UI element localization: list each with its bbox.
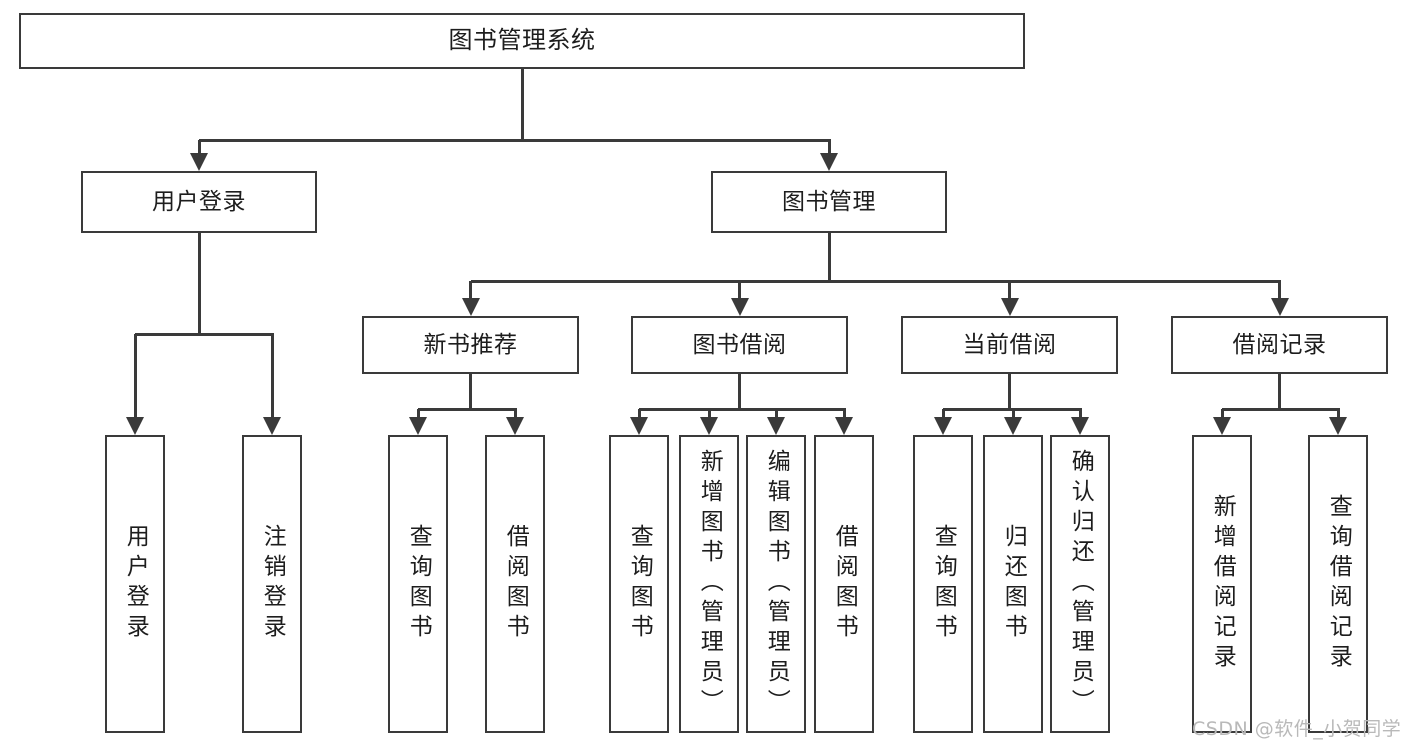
connector-vertical <box>637 409 641 417</box>
connector-vertical <box>197 233 201 334</box>
connector-vertical <box>469 374 472 409</box>
connector-arrowhead <box>1004 417 1022 435</box>
connector-vertical <box>1220 409 1224 417</box>
connector-vertical <box>469 281 472 298</box>
leaf-borrow-book[interactable]: 借阅图书 <box>814 435 874 733</box>
node-root-library-system[interactable]: 图书管理系统 <box>19 13 1025 69</box>
connector-vertical <box>1278 281 1281 298</box>
connector-horizontal <box>1222 407 1340 411</box>
leaf-edit-book-admin[interactable]: 编辑图书（管理员） <box>746 435 806 733</box>
connector-vertical <box>133 334 137 417</box>
leaf-borrow-book-recommend[interactable]: 借阅图书 <box>485 435 545 733</box>
connector-vertical <box>1278 374 1281 409</box>
connector-arrowhead <box>506 417 524 435</box>
connector-vertical <box>941 409 945 417</box>
node-new-book-recommend[interactable]: 新书推荐 <box>362 316 579 374</box>
connector-vertical <box>1336 409 1340 417</box>
connector-arrowhead <box>1329 417 1347 435</box>
leaf-add-borrow-record[interactable]: 新增借阅记录 <box>1192 435 1252 733</box>
connector-arrowhead <box>1071 417 1089 435</box>
connector-vertical <box>1008 374 1011 409</box>
leaf-query-book-borrow[interactable]: 查询图书 <box>609 435 669 733</box>
connector-vertical <box>738 374 741 409</box>
connector-vertical <box>738 281 741 298</box>
node-book-management[interactable]: 图书管理 <box>711 171 947 233</box>
node-user-login[interactable]: 用户登录 <box>81 171 317 233</box>
connector-vertical <box>774 409 778 417</box>
leaf-user-login[interactable]: 用户登录 <box>105 435 165 733</box>
connector-arrowhead <box>730 298 749 316</box>
connector-arrowhead <box>630 417 648 435</box>
leaf-query-borrow-record[interactable]: 查询借阅记录 <box>1308 435 1368 733</box>
connector-vertical <box>842 409 846 417</box>
connector-vertical <box>270 334 274 417</box>
connector-arrowhead <box>700 417 718 435</box>
connector-vertical <box>707 409 711 417</box>
connector-arrowhead <box>767 417 785 435</box>
leaf-add-book-admin[interactable]: 新增图书（管理员） <box>679 435 739 733</box>
connector-arrowhead <box>820 153 838 171</box>
connector-arrowhead <box>1213 417 1231 435</box>
connector-vertical <box>520 69 524 140</box>
connector-horizontal <box>418 407 517 411</box>
connector-horizontal <box>639 407 846 411</box>
connector-vertical <box>1011 409 1015 417</box>
connector-horizontal <box>135 332 274 336</box>
connector-arrowhead <box>263 417 281 435</box>
connector-arrowhead <box>1000 298 1019 316</box>
connector-vertical <box>197 140 201 153</box>
connector-arrowhead <box>1270 298 1289 316</box>
leaf-confirm-return-admin[interactable]: 确认归还（管理员） <box>1050 435 1110 733</box>
connector-arrowhead <box>835 417 853 435</box>
csdn-watermark: CSDN @软件_小贺同学 <box>1192 718 1402 740</box>
connector-arrowhead <box>461 298 480 316</box>
connector-arrowhead <box>409 417 427 435</box>
leaf-query-book-current[interactable]: 查询图书 <box>913 435 973 733</box>
connector-arrowhead <box>126 417 144 435</box>
node-current-borrow[interactable]: 当前借阅 <box>901 316 1118 374</box>
connector-vertical <box>416 409 420 417</box>
connector-horizontal <box>199 138 831 142</box>
connector-arrowhead <box>190 153 208 171</box>
connector-vertical <box>827 140 831 153</box>
connector-vertical <box>1078 409 1082 417</box>
leaf-return-book[interactable]: 归还图书 <box>983 435 1043 733</box>
connector-vertical <box>513 409 517 417</box>
leaf-query-book-recommend[interactable]: 查询图书 <box>388 435 448 733</box>
node-book-borrow[interactable]: 图书借阅 <box>631 316 848 374</box>
connector-horizontal <box>470 279 1281 283</box>
connector-vertical <box>1008 281 1011 298</box>
leaf-logout[interactable]: 注销登录 <box>242 435 302 733</box>
node-borrow-record[interactable]: 借阅记录 <box>1171 316 1388 374</box>
connector-arrowhead <box>934 417 952 435</box>
connector-vertical <box>827 233 831 281</box>
